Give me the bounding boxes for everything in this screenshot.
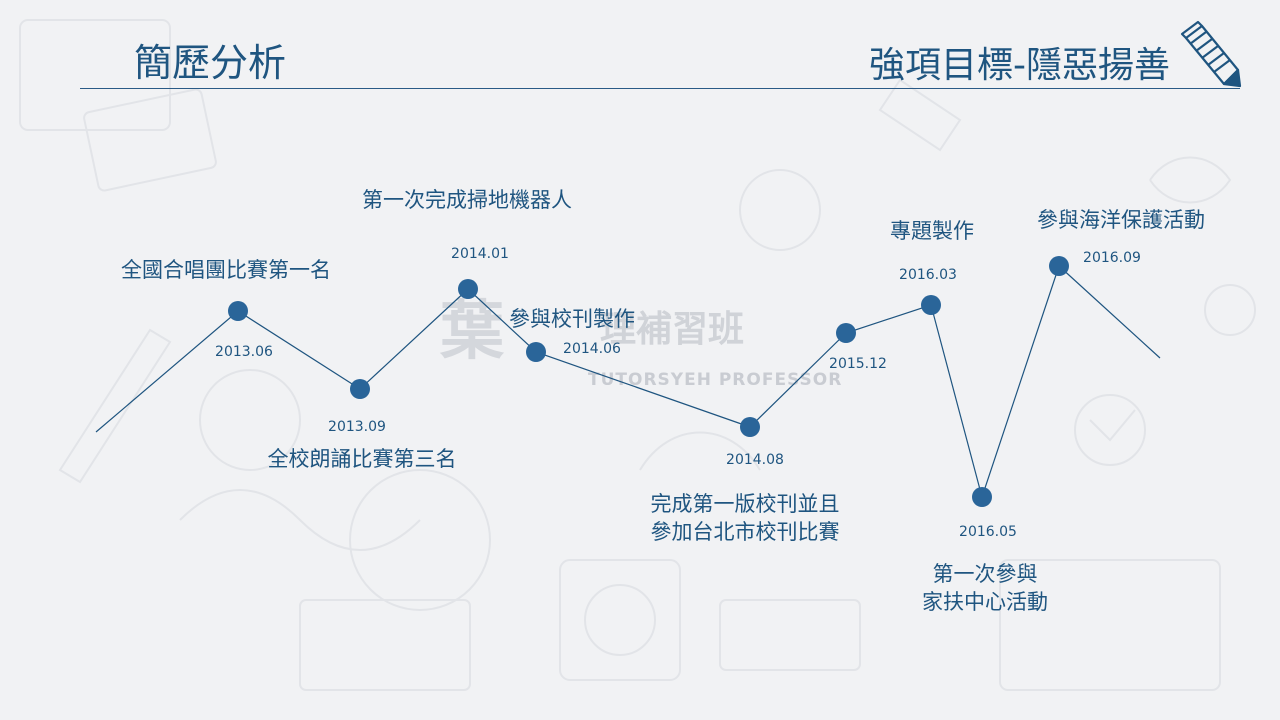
watermark-text: 理補習班	[600, 309, 745, 350]
timeline-date-label: 2016.03	[899, 267, 957, 283]
timeline-dots	[228, 256, 1069, 507]
timeline-dot	[350, 379, 370, 399]
timeline-date-label: 2016.09	[1083, 250, 1141, 266]
timeline-dot	[458, 279, 478, 299]
timeline-event-label: 專題製作	[890, 219, 974, 243]
timeline-dot	[526, 342, 546, 362]
timeline-date-label: 2016.05	[959, 524, 1017, 540]
timeline-event-label: 參與校刊製作	[509, 307, 635, 331]
timeline-date-label: 2013.06	[215, 344, 273, 360]
watermark-logo-mark: 葉	[440, 295, 504, 369]
page-subtitle: 強項目標-隱惡揚善	[869, 45, 1170, 86]
timeline-date-label: 2013.09	[328, 419, 386, 435]
timeline-event-label: 參與海洋保護活動	[1037, 208, 1205, 232]
timeline-date-label: 2015.12	[829, 356, 887, 372]
timeline-date-label: 2014.08	[726, 452, 784, 468]
timeline-dot	[921, 295, 941, 315]
timeline-event-label: 全校朗誦比賽第三名	[267, 447, 457, 471]
timeline-event-label: 全國合唱團比賽第一名	[121, 258, 331, 282]
page-title: 簡歷分析	[134, 41, 287, 85]
timeline-dot	[836, 323, 856, 343]
watermark: 葉 理補習班 TUTORSYEH PROFESSOR	[430, 270, 860, 400]
timeline-dot	[740, 417, 760, 437]
timeline-dot	[228, 301, 248, 321]
header-divider	[80, 88, 1240, 89]
timeline-path	[95, 264, 1161, 500]
timeline-event-label: 完成第一版校刊並且參加台北市校刊比賽	[650, 492, 840, 544]
timeline-line	[95, 264, 1161, 500]
timeline-event-label: 第一次完成掃地機器人	[362, 188, 572, 212]
timeline-dates: 2013.06 2013.09 2014.01 2014.06 2014.08 2015.…	[215, 246, 1141, 540]
pencil-icon	[1180, 20, 1242, 88]
timeline-dot	[1049, 256, 1069, 276]
timeline-date-label: 2014.01	[451, 246, 509, 262]
timeline-dot	[972, 487, 992, 507]
watermark-subtext: TUTORSYEH PROFESSOR	[588, 370, 843, 390]
timeline-event-label: 第一次參與家扶中心活動	[922, 562, 1048, 614]
timeline-date-label: 2014.06	[563, 341, 621, 357]
